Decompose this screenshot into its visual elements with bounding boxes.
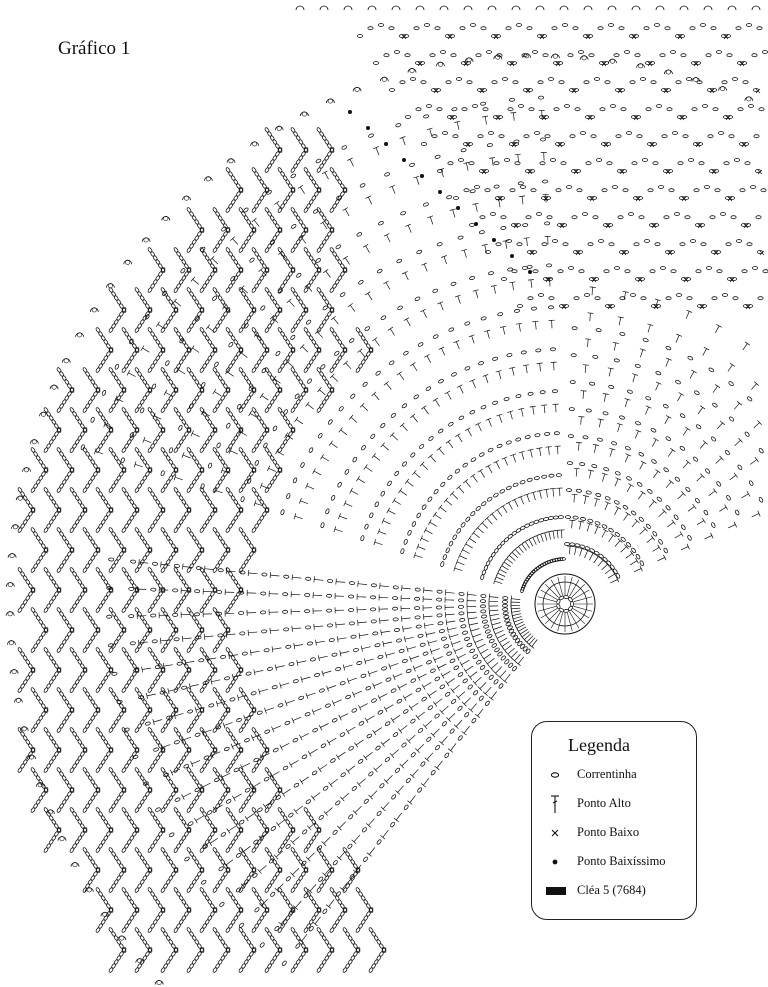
chain-stitch-icon [550, 772, 560, 778]
single-crochet-icon [551, 829, 559, 837]
legend-item-slip-stitch: Ponto Baixíssimo [532, 851, 692, 873]
scallop-chain-rows [348, 23, 768, 310]
thread-swatch-icon [546, 887, 566, 895]
legend-item-chain: Correntinha [532, 764, 692, 786]
legend-label: Ponto Alto [577, 796, 631, 810]
legend-label: Correntinha [577, 767, 637, 781]
chain-mesh-network [17, 127, 387, 973]
legend-item-single-crochet: Ponto Baixo [532, 822, 692, 844]
chain-stitch-rows [80, 95, 764, 966]
legend-label: Cléa 5 (7684) [577, 883, 646, 897]
legend-title: Legenda [568, 735, 630, 755]
legend-label: Ponto Baixíssimo [577, 854, 666, 868]
legend-item-double-crochet: Ponto Alto [532, 793, 692, 815]
double-crochet-spokes [93, 110, 762, 944]
legend-label: Ponto Baixo [577, 825, 640, 839]
center-ring [534, 573, 596, 635]
legend-box: Legenda Correntinha Ponto Alto Ponto Bai… [531, 721, 697, 920]
slip-stitch-icon [552, 859, 558, 865]
double-crochet-icon [551, 795, 559, 813]
chart-title: Gráfico 1 [58, 38, 131, 59]
legend-item-thread: Cléa 5 (7684) [532, 880, 692, 902]
